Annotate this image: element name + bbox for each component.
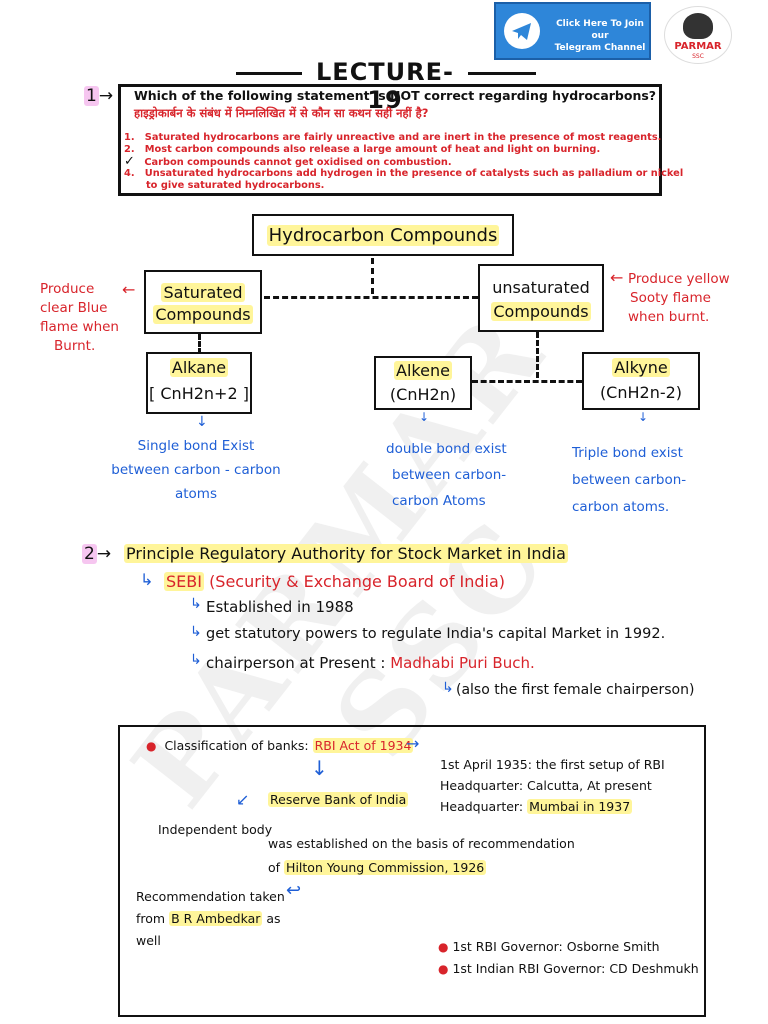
sebi-line: SEBI (Security & Exchange Board of India…	[164, 572, 506, 591]
sebi-chairperson: chairperson at Present : Madhabi Puri Bu…	[206, 654, 535, 672]
q1-option-3: ✓ Carbon compounds cannot get oxidised o…	[124, 154, 452, 169]
sub-arrow-icon: ↳	[190, 596, 202, 612]
title-rule-right	[468, 72, 536, 75]
sub-arrow-icon: ↳	[140, 570, 154, 589]
title-rule-left	[236, 72, 302, 75]
alkene-box: Alkene (CnH2n)	[374, 356, 472, 410]
q2-number: 2→	[82, 544, 112, 564]
independent-body: Independent body	[158, 822, 273, 837]
sat-alkane-connector	[198, 334, 201, 354]
sub-arrow-icon: ↳	[190, 624, 202, 640]
sub-arrow-icon: ↳	[190, 652, 202, 668]
hydrocarbon-root-box: Hydrocarbon Compounds	[252, 214, 514, 256]
alkyne-box: Alkyne (CnH2n-2)	[582, 352, 700, 410]
commission-line: of Hilton Young Commission, 1926	[268, 860, 487, 875]
rbi-governors: ● 1st RBI Governor: Osborne Smith ● 1st …	[438, 939, 699, 976]
sebi-powers: get statutory powers to regulate India's…	[206, 626, 666, 642]
recommendation-note: Recommendation taken from B R Ambedkar a…	[136, 889, 285, 948]
arrow-right-icon: ←	[610, 268, 624, 287]
established-basis: was established on the basis of recommen…	[268, 836, 575, 851]
unsat-connector	[536, 332, 539, 378]
arrow-left-icon: ↙	[236, 790, 250, 809]
q1-option-1: 1. Saturated hydrocarbons are fairly unr…	[124, 132, 662, 143]
arrow-down-icon: ↓	[196, 414, 208, 430]
curved-arrow-icon: ↩	[286, 880, 302, 901]
rbi-setup-info: 1st April 1935: the first setup of RBI H…	[440, 757, 665, 814]
question-1-box	[118, 84, 662, 196]
sub-arrow-icon: ↳	[442, 680, 454, 696]
q1-number: 1→	[84, 86, 114, 106]
alkane-box: Alkane [ CnH2n+2 ]	[146, 352, 252, 414]
q1-option-4: 4. Unsaturated hydrocarbons add hydrogen…	[124, 168, 684, 179]
rbi-info-box	[118, 725, 706, 1017]
arrow-left-icon: ←	[122, 280, 136, 299]
alkene-alkyne-connector	[472, 380, 582, 383]
bear-icon	[683, 13, 713, 39]
q1-question-hi: हाइड्रोकार्बन के संबंध में निम्नलिखित मे…	[134, 106, 429, 120]
parmar-ssc-logo: PARMAR SSC	[664, 6, 732, 64]
lecture-title: LECTURE-19	[316, 58, 454, 114]
sat-unsat-connector	[264, 296, 478, 299]
checkmark-icon: ✓	[124, 154, 135, 169]
q1-question-en: Which of the following statement is NOT …	[134, 88, 657, 103]
rbi-name: Reserve Bank of India	[268, 792, 409, 807]
q1-option-4-cont: to give saturated hydrocarbons.	[146, 180, 325, 191]
arrow-down-icon: ↓	[311, 756, 328, 780]
q2-heading: Principle Regulatory Authority for Stock…	[124, 544, 568, 563]
chairperson-note: (also the first female chairperson)	[456, 682, 695, 698]
telegram-icon	[504, 13, 540, 49]
q1-option-2: 2. Most carbon compounds also release a …	[124, 144, 601, 155]
arrow-down-icon: ↓	[638, 410, 649, 424]
root-connector	[371, 258, 374, 294]
classification-line: ● Classification of banks: RBI Act of 19…	[146, 738, 414, 753]
sebi-established: Established in 1988	[206, 598, 354, 616]
arrow-down-icon: ↓	[419, 410, 430, 424]
arrow-right-icon: →	[406, 734, 420, 753]
